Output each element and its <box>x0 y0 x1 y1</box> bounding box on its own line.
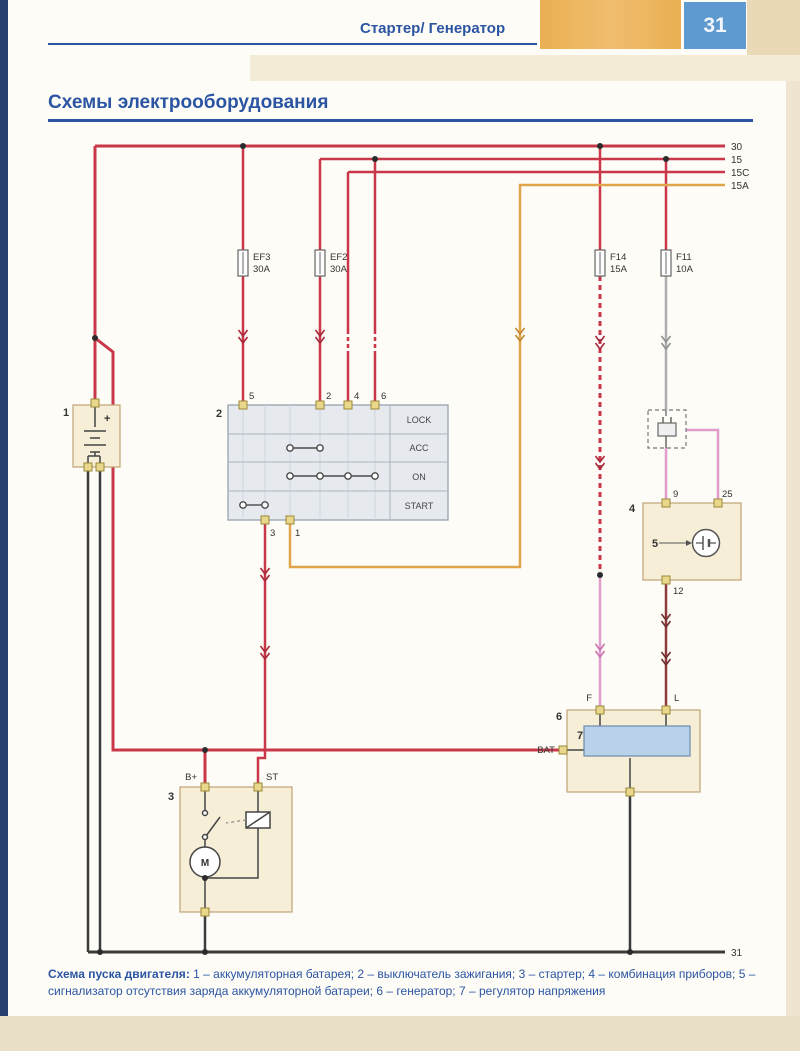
fuse-ef3-name: EF3 <box>253 252 270 263</box>
bus-31-label: 31 <box>731 948 743 959</box>
starter-number: 3 <box>168 791 174 803</box>
terminal-2-label: 2 <box>326 391 331 402</box>
generator-box <box>566 709 701 793</box>
terminal-1-label: 1 <box>295 528 300 539</box>
battery-plus-label: + <box>104 413 110 425</box>
position-acc: ACC <box>409 443 429 453</box>
header-rule <box>48 43 537 45</box>
switch-contacts <box>239 444 379 509</box>
top-right-beige-block <box>747 0 800 55</box>
ignition-switch-box <box>227 404 449 521</box>
caption-lead: Схема пуска двигателя: <box>48 967 190 981</box>
junction-dots <box>92 143 669 955</box>
switch-position-labels: LOCK ACC ON START <box>405 415 434 511</box>
bplus-label: B+ <box>185 772 197 783</box>
page-number: 31 <box>684 2 746 49</box>
bat-label: BAT <box>537 745 555 756</box>
terminal-5-label: 5 <box>249 391 254 402</box>
switch-terminal-labels: 5 2 4 6 3 1 <box>249 391 386 539</box>
fuse-f11-name: F11 <box>676 252 692 263</box>
left-margin-bar <box>0 0 8 1018</box>
cream-band <box>250 55 800 81</box>
terminal-25-label: 25 <box>722 489 733 500</box>
fuse-f14-name: F14 <box>610 252 626 263</box>
position-start: START <box>405 501 434 511</box>
terminal-pins <box>83 398 723 917</box>
fuse-f11-rating: 10A <box>676 264 694 275</box>
battery-box <box>72 404 121 468</box>
l-label: L <box>674 693 679 704</box>
wire-orange-15a <box>288 183 725 569</box>
terminal-12-label: 12 <box>673 586 684 597</box>
lamp-number: 5 <box>652 538 658 550</box>
fuses <box>237 249 672 277</box>
fuse-ef2-rating: 30A <box>330 264 348 275</box>
switch-number: 2 <box>216 408 222 420</box>
lamp-pointer-arrow <box>686 540 692 546</box>
regulator-number: 7 <box>577 730 583 742</box>
caption-text: 1 – аккумуляторная батарея; 2 – выключат… <box>48 967 756 998</box>
bottom-beige-strip <box>0 1016 800 1051</box>
component-number-labels: 1 2 3 4 5 6 7 <box>63 407 658 803</box>
bus-15-label: 15 <box>731 155 743 166</box>
bus-15a-label: 15A <box>731 181 749 192</box>
plug-icon <box>657 422 677 437</box>
motor-m-label: M <box>201 858 209 869</box>
instrument-cluster-box <box>642 502 742 581</box>
position-lock: LOCK <box>407 415 432 425</box>
section-title-rule <box>48 119 753 122</box>
fuse-f14-rating: 15A <box>610 264 628 275</box>
terminal-9-label: 9 <box>673 489 678 500</box>
position-on: ON <box>412 472 426 482</box>
bus-30-label: 30 <box>731 142 743 153</box>
bus-labels: 30 15 15C 15A 31 <box>731 142 749 959</box>
f-label: F <box>586 693 592 704</box>
charge-warning-lamp-icon <box>691 528 721 558</box>
terminal-3-label: 3 <box>270 528 275 539</box>
st-label: ST <box>266 772 278 783</box>
voltage-regulator-box <box>583 725 691 757</box>
wire-bus-30-and-battery-feed <box>93 144 725 783</box>
wire-ground-black <box>86 471 725 954</box>
fuse-ef3-rating: 30A <box>253 264 271 275</box>
terminal-6-label: 6 <box>381 391 386 402</box>
battery-number: 1 <box>63 407 69 419</box>
fuse-labels: EF3 30A EF2 30A F14 15A F11 10A <box>253 252 694 275</box>
wire-direction-arrows <box>237 327 672 667</box>
connector-box <box>647 409 687 449</box>
wire-red-branches <box>241 146 725 783</box>
bus-15c-label: 15C <box>731 168 749 179</box>
header-title: Стартер/ Генератор <box>360 20 506 37</box>
terminal-4-label: 4 <box>354 391 359 402</box>
misc-terminal-labels: + B+ ST 9 25 12 F L BAT M <box>104 413 733 869</box>
figure-caption: Схема пуска двигателя: 1 – аккумуляторна… <box>48 966 764 1000</box>
page-right-edge <box>786 0 800 1051</box>
wire-pink <box>598 428 720 706</box>
header-orange-block <box>540 0 681 49</box>
fuse-ef2-name: EF2 <box>330 252 347 263</box>
starter-box <box>179 786 293 913</box>
generator-number: 6 <box>556 711 562 723</box>
cluster-number: 4 <box>629 503 636 515</box>
section-title: Схемы электрооборудования <box>48 92 329 113</box>
